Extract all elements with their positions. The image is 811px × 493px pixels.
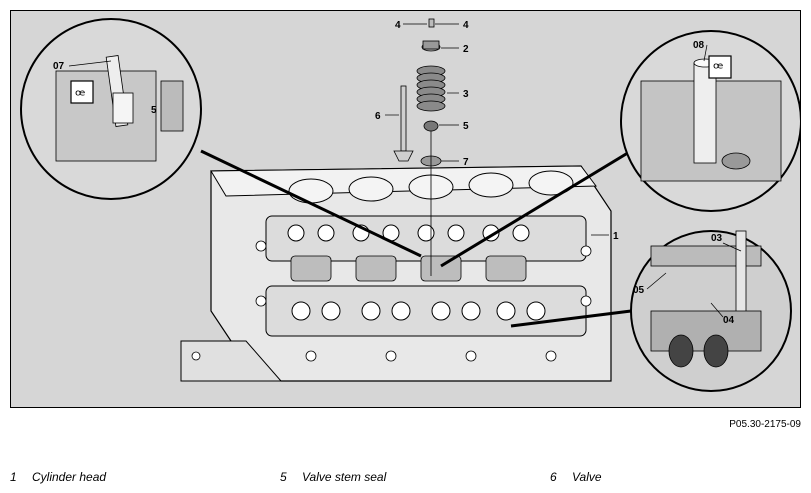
callout-3: 3 [463, 89, 469, 100]
legend-item-6: 6 Valve [550, 470, 602, 484]
legend-number: 5 [280, 470, 287, 484]
callout-6: 6 [375, 111, 381, 122]
legend-label: Cylinder head [32, 470, 107, 484]
inset-detail-right-top [620, 30, 800, 212]
diagram-figure: ꟹ ꟹ 4 4 2 3 5 7 6 1 5 07 08 03 05 04 [10, 10, 801, 408]
callout-1: 1 [613, 231, 619, 242]
legend-label: Valve [572, 470, 602, 484]
legend-item-5: 5 Valve stem seal [280, 470, 386, 484]
diagram-svg: ꟹ ꟹ 4 4 2 3 5 7 6 1 5 07 08 03 05 04 [20, 18, 800, 392]
special-tool-icon: ꟹ ꟹ [75, 59, 723, 105]
callout-7: 7 [463, 157, 469, 168]
legend-number: 6 [550, 470, 557, 484]
callout-2: 2 [463, 44, 469, 55]
legend-label: Valve stem seal [302, 470, 387, 484]
figure-code: P05.30-2175-09 [729, 419, 801, 430]
callout-03: 03 [711, 233, 723, 244]
valve-spring [416, 65, 446, 112]
callout-5-inset: 5 [151, 105, 157, 116]
callout-5: 5 [463, 121, 469, 132]
callout-4-right: 4 [463, 20, 469, 31]
callout-labels: 4 4 2 3 5 7 6 1 5 07 08 03 05 04 [53, 20, 735, 326]
callout-4-left: 4 [395, 20, 401, 31]
callout-07: 07 [53, 61, 65, 72]
cylinder-head-illustration [180, 165, 612, 382]
valve [393, 85, 414, 162]
inset-detail-left [20, 18, 202, 200]
callout-05: 05 [633, 285, 645, 296]
inset-connector-lines [200, 149, 632, 328]
inset-detail-right-bottom [630, 230, 792, 392]
leader-lines [385, 23, 609, 236]
callout-04: 04 [723, 315, 735, 326]
callout-08: 08 [693, 40, 705, 51]
svg-text:ꟹ: ꟹ [713, 59, 723, 78]
svg-text:ꟹ: ꟹ [75, 86, 85, 105]
exploded-valve-parts [393, 18, 446, 276]
legend-number: 1 [10, 470, 17, 484]
legend-item-1: 1 Cylinder head [10, 470, 106, 484]
